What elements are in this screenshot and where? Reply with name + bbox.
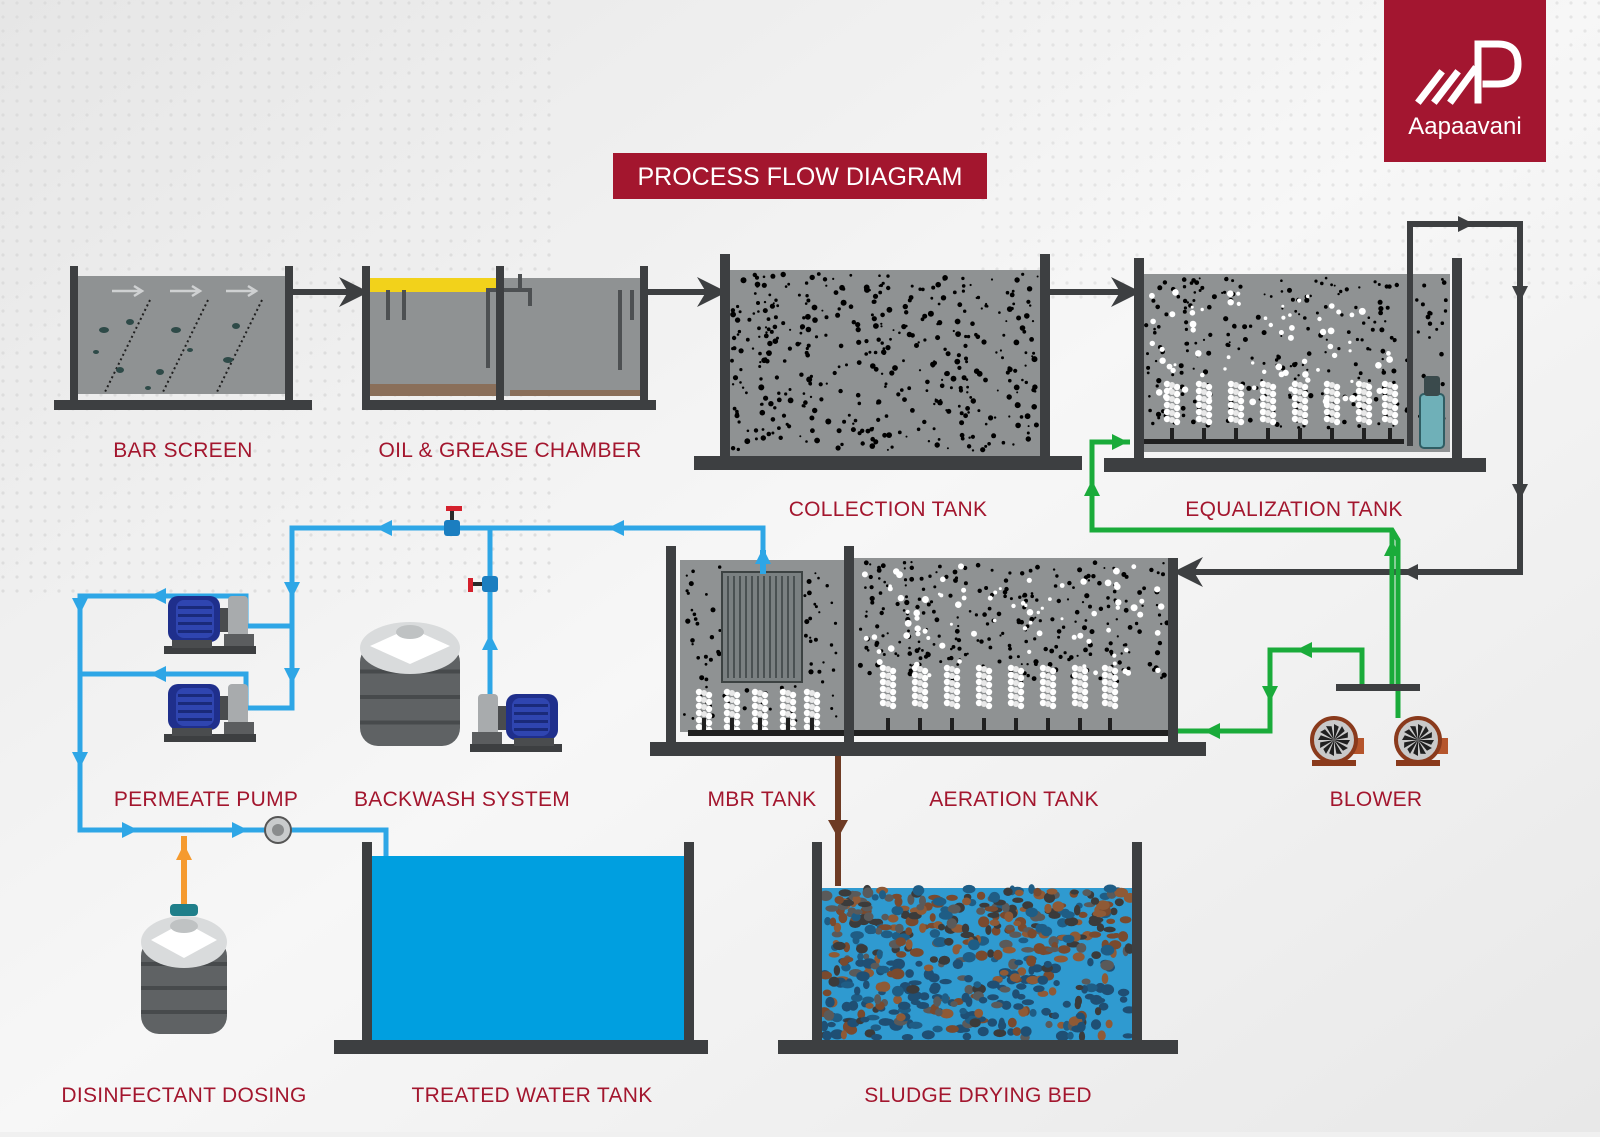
air-manifold [1336, 684, 1420, 691]
treated-water-tank-label: TREATED WATER TANK [411, 1084, 652, 1107]
treated-water-tank [334, 842, 708, 1054]
baffle-pipes-icon [386, 274, 634, 370]
flow-meter-icon [264, 816, 292, 844]
backwash-system-label: BACKWASH SYSTEM [354, 788, 570, 811]
equalization-tank-label: EQUALIZATION TANK [1185, 498, 1402, 521]
brand-name: Aapaavani [1408, 113, 1521, 140]
filter-media [818, 884, 1136, 1043]
sludge-drying-bed [778, 842, 1178, 1054]
arrow-icon [72, 520, 771, 838]
pumps [164, 596, 562, 752]
partition-wall [844, 546, 854, 742]
storage-tanks [141, 622, 460, 1034]
settled-solids [370, 384, 496, 396]
aeration-tank [650, 558, 1206, 756]
collection-liquid [728, 270, 1042, 456]
air-bubbles [1149, 289, 1393, 406]
permeate-pump-label: PERMEATE PUMP [114, 788, 298, 811]
blower-icon [1310, 716, 1364, 766]
oil-grease-label: OIL & GREASE CHAMBER [378, 439, 641, 462]
air-bubbles [861, 563, 1165, 678]
submersible-pump-icon [1419, 376, 1445, 449]
pump-icon [470, 694, 562, 752]
bar-screen-liquid [78, 276, 292, 394]
oil-grease-chamber [362, 266, 656, 410]
collection-tank [694, 254, 1082, 470]
treated-water [372, 856, 684, 1042]
diffuser-icon [695, 688, 821, 734]
arrow-icon [176, 844, 192, 860]
blower-label: BLOWER [1330, 788, 1423, 811]
arrow-icon [1084, 434, 1400, 739]
pump-icon [164, 684, 256, 742]
sludge-drying-bed-label: SLUDGE DRYING BED [864, 1084, 1092, 1107]
disinfectant-dosing-label: DISINFECTANT DOSING [61, 1084, 306, 1107]
title-banner: PROCESS FLOW DIAGRAM [613, 153, 987, 199]
membrane-module-icon [721, 571, 803, 683]
diffuser-icon [1163, 380, 1399, 440]
storage-tank-icon [141, 916, 227, 1034]
dosing-pipe [176, 836, 192, 904]
collection-tank-label: COLLECTION TANK [789, 498, 988, 521]
debris-icon [93, 319, 240, 390]
logo-mark-icon [1415, 40, 1522, 105]
sludge-pipe [828, 756, 848, 886]
aeration-tank-label: AERATION TANK [929, 788, 1099, 811]
suspended-solids [730, 271, 1039, 453]
suspended-solids [1144, 276, 1448, 430]
grease-layer [370, 278, 496, 292]
arrow-icon [828, 820, 848, 838]
bar-screen-label: BAR SCREEN [113, 439, 253, 462]
bar-screen-tank [54, 266, 312, 410]
blower-icon [1394, 716, 1448, 766]
diffuser-icon [879, 664, 1119, 730]
mbr-tank-label: MBR TANK [708, 788, 817, 811]
blowers [1310, 716, 1448, 766]
flow-arrows-icon [112, 284, 259, 298]
storage-tank-icon [360, 622, 460, 746]
mbr-air-header [688, 730, 844, 736]
valve-icon [444, 506, 462, 536]
air-pipes [1089, 439, 1401, 734]
dosing-pump-icon [170, 904, 198, 916]
mbr-tank [666, 546, 854, 742]
aeration-liquid [854, 558, 1172, 736]
arrow-icon [1402, 216, 1528, 580]
air-header [1142, 439, 1404, 444]
page-title: PROCESS FLOW DIAGRAM [637, 163, 962, 191]
valve-icon [468, 576, 498, 592]
aeration-air-header [854, 730, 1178, 736]
equalization-tank [1104, 258, 1486, 472]
brand-logo: Aapaavani [1384, 0, 1546, 162]
oil-grease-liquid [370, 278, 640, 396]
pump-icon [164, 596, 256, 654]
title-box [613, 153, 987, 199]
